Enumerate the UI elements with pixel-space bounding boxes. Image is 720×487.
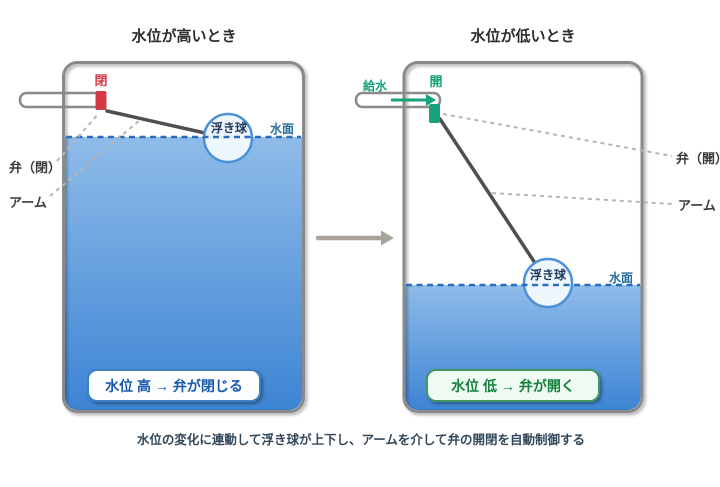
water-surface-label: 水面 bbox=[609, 270, 633, 285]
arm-callout-line bbox=[491, 192, 674, 205]
arm bbox=[438, 117, 537, 265]
arm-callout-label: アーム bbox=[678, 198, 716, 213]
status-box-low: 水位 低 → 弁が開く bbox=[426, 369, 600, 402]
tank bbox=[62, 61, 305, 413]
valve-state-open-label: 開 bbox=[429, 74, 442, 89]
tank bbox=[402, 61, 644, 413]
transition-arrow-head bbox=[381, 230, 394, 246]
water-body-high bbox=[65, 137, 302, 410]
flow-arrow-icon bbox=[391, 94, 436, 106]
arm-callout-label: アーム bbox=[9, 195, 47, 210]
transition-arrow bbox=[315, 230, 394, 246]
float-ball-label: 浮き球 bbox=[530, 267, 567, 282]
float-ball-label: 浮き球 bbox=[211, 120, 248, 135]
valve-state-closed-label: 閉 bbox=[94, 73, 107, 88]
status-box bbox=[426, 369, 600, 402]
left-panel: 水位が高いとき 水位 高 → 弁が閉じる 閉 浮き球 水面 弁（閉） アーム bbox=[9, 27, 305, 413]
arm-callout-line bbox=[49, 119, 141, 197]
water-supply-label: 給水 bbox=[363, 78, 388, 93]
flow-arrow-head bbox=[426, 94, 436, 106]
valve-closed bbox=[95, 91, 107, 110]
inlet-pipe bbox=[18, 91, 105, 109]
diagram-caption: 水位の変化に連動して浮き球が上下し、アームを介して弁の開閉を自動制御する bbox=[137, 432, 585, 447]
right-panel: 水位が低いとき 水位 低 → 弁が開く 給水 開 浮き球 水面 弁 bbox=[354, 27, 720, 413]
water-surface-label: 水面 bbox=[270, 121, 294, 136]
valve-open bbox=[429, 104, 440, 123]
status-text-low: 水位 低 → 弁が開く bbox=[451, 378, 575, 394]
valve-callout-label: 弁（開） bbox=[676, 151, 720, 166]
left-panel-title: 水位が高いとき bbox=[131, 27, 236, 45]
status-text-high: 水位 高 → 弁が閉じる bbox=[105, 378, 243, 394]
float-ball bbox=[522, 257, 574, 309]
right-panel-title: 水位が低いとき bbox=[470, 27, 575, 45]
arm bbox=[105, 109, 207, 135]
valve-callout-line bbox=[442, 113, 673, 157]
status-box-high: 水位 高 → 弁が閉じる bbox=[87, 369, 261, 402]
valve-callout-label: 弁（閉） bbox=[9, 160, 61, 175]
status-box bbox=[87, 369, 261, 402]
valve-callout-line bbox=[56, 112, 100, 162]
inlet-pipe bbox=[354, 91, 442, 109]
